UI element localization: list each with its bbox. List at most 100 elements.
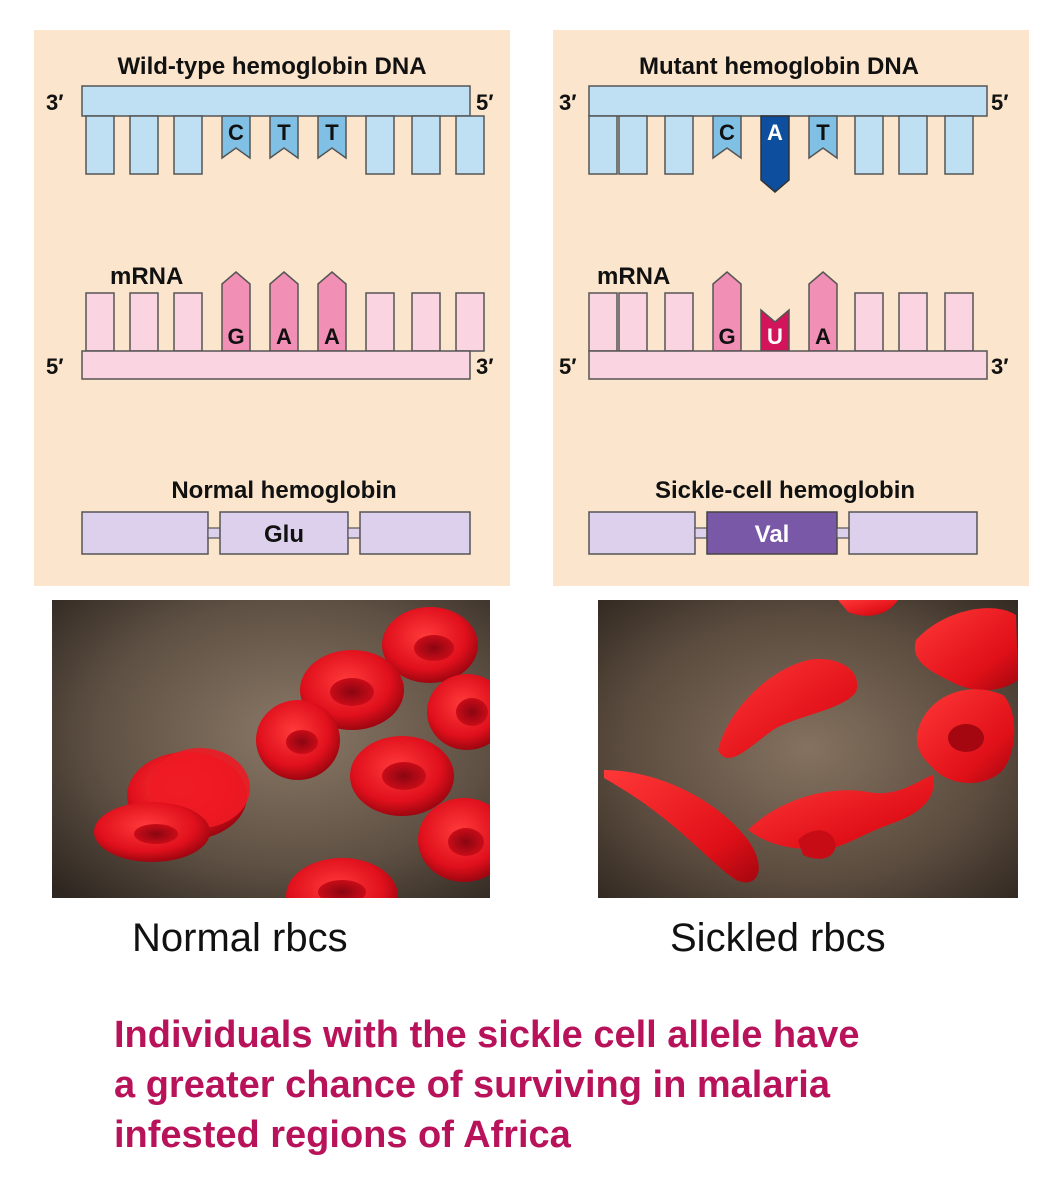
mutant-dna-nucleotides bbox=[588, 115, 974, 175]
mrna-base-letter: A bbox=[815, 324, 831, 349]
peptide-bond bbox=[694, 527, 708, 539]
wild-type-mrna-backbone bbox=[81, 350, 471, 380]
dna-base bbox=[712, 115, 742, 160]
wild-type-mrna-3prime: 3′ bbox=[476, 354, 494, 379]
dna-base-letter: T bbox=[325, 120, 339, 145]
wild-type-dna-5prime: 5′ bbox=[476, 90, 494, 115]
mutant-mrna-backbone bbox=[588, 350, 988, 380]
dna-base-letter: T bbox=[816, 120, 830, 145]
mrna-mutant-base-letter: U bbox=[767, 324, 783, 349]
nucleotide bbox=[618, 292, 648, 352]
dna-base bbox=[221, 115, 251, 160]
dna-base-letter: C bbox=[228, 120, 244, 145]
glu-block bbox=[219, 511, 349, 555]
sickled-rbcs-caption: Sickled rbcs bbox=[670, 916, 886, 960]
wild-type-panel: Wild-type hemoglobin DNA 3′ 5′ C T T mRN… bbox=[34, 30, 510, 586]
sickled-rbc bbox=[838, 600, 898, 616]
nucleotide bbox=[898, 292, 928, 352]
amino-acid-block bbox=[359, 511, 471, 555]
sickled-rbc bbox=[748, 775, 934, 851]
nucleotide bbox=[173, 115, 203, 175]
mutant-dna-5prime: 5′ bbox=[991, 90, 1009, 115]
normal-rbcs-caption: Normal rbcs bbox=[132, 916, 348, 960]
dna-base bbox=[808, 115, 838, 160]
mutant-panel: Mutant hemoglobin DNA 3′ 5′ C A T mRNA G… bbox=[553, 30, 1029, 586]
sickled-rbc bbox=[604, 770, 759, 883]
dna-base bbox=[317, 115, 347, 160]
nucleotide bbox=[173, 292, 203, 352]
nucleotide bbox=[618, 115, 648, 175]
normal-rbcs-photo bbox=[52, 600, 490, 898]
nucleotide bbox=[411, 292, 441, 352]
glu-label: Glu bbox=[264, 521, 304, 548]
sickled-rbcs-photo bbox=[598, 600, 1018, 898]
mutant-mrna-label: mRNA bbox=[597, 263, 670, 290]
dna-base-letter: T bbox=[277, 120, 291, 145]
normal-hemoglobin-chain: Glu bbox=[81, 511, 471, 555]
sickle-cell-hemoglobin-chain: Val bbox=[588, 511, 978, 555]
nucleotide bbox=[944, 115, 974, 175]
wild-type-dna-nucleotides bbox=[85, 115, 485, 175]
wild-type-dna-backbone bbox=[81, 85, 471, 117]
wild-type-dna-title: Wild-type hemoglobin DNA bbox=[117, 53, 426, 80]
wild-type-mrna-5prime: 5′ bbox=[46, 354, 64, 379]
nucleotide bbox=[455, 292, 485, 352]
nucleotide bbox=[129, 292, 159, 352]
normal-rbcs-image bbox=[52, 600, 490, 898]
sickle-cell-hemoglobin-title: Sickle-cell hemoglobin bbox=[655, 477, 915, 504]
wild-type-diagram: Wild-type hemoglobin DNA 3′ 5′ C T T mRN… bbox=[46, 53, 494, 555]
mrna-base-letter: G bbox=[718, 324, 735, 349]
mutant-mrna-3prime: 3′ bbox=[991, 354, 1009, 379]
nucleotide bbox=[854, 292, 884, 352]
mutant-dna-title: Mutant hemoglobin DNA bbox=[639, 53, 919, 80]
mutant-diagram: Mutant hemoglobin DNA 3′ 5′ C A T mRNA G… bbox=[559, 53, 1009, 555]
nucleotide bbox=[85, 115, 115, 175]
note-line: infested regions of Africa bbox=[114, 1114, 571, 1156]
nucleotide bbox=[455, 115, 485, 175]
val-label: Val bbox=[755, 521, 790, 548]
nucleotide bbox=[411, 115, 441, 175]
nucleotide bbox=[129, 115, 159, 175]
dna-base bbox=[269, 115, 299, 160]
nucleotide bbox=[854, 115, 884, 175]
nucleotide bbox=[365, 115, 395, 175]
malaria-note: Individuals with the sickle cell allele … bbox=[114, 1010, 1044, 1160]
mutant-dna-bases: C A T bbox=[712, 115, 838, 193]
nucleotide bbox=[944, 292, 974, 352]
sickled-rbcs-image bbox=[598, 600, 1018, 898]
sickled-cell-cluster bbox=[604, 600, 1018, 883]
mrna-base-letter: A bbox=[324, 324, 340, 349]
dna-mutant-base bbox=[760, 115, 790, 193]
wild-type-mrna-bases: G A A bbox=[221, 271, 347, 352]
amino-acid-block bbox=[848, 511, 978, 555]
mrna-base-letter: G bbox=[227, 324, 244, 349]
nucleotide bbox=[588, 115, 618, 175]
mrna-base-letter: A bbox=[276, 324, 292, 349]
wild-type-dna-3prime: 3′ bbox=[46, 90, 64, 115]
note-line: a greater chance of surviving in malaria bbox=[114, 1064, 830, 1106]
val-block bbox=[706, 511, 838, 555]
dna-mutant-base-letter: A bbox=[767, 120, 783, 145]
mutant-dna-backbone bbox=[588, 85, 988, 117]
mutant-dna-3prime: 3′ bbox=[559, 90, 577, 115]
mutant-mrna-bases: G U A bbox=[712, 271, 838, 352]
nucleotide bbox=[898, 115, 928, 175]
rbc-cluster bbox=[94, 607, 490, 898]
nucleotide bbox=[85, 292, 115, 352]
peptide-bond bbox=[836, 527, 850, 539]
sickled-rbc bbox=[718, 659, 858, 758]
note-line: Individuals with the sickle cell allele … bbox=[114, 1014, 860, 1056]
nucleotide bbox=[664, 292, 694, 352]
amino-acid-block bbox=[588, 511, 696, 555]
amino-acid-block bbox=[81, 511, 209, 555]
nucleotide bbox=[365, 292, 395, 352]
wild-type-dna-bases: C T T bbox=[221, 115, 347, 160]
peptide-bond bbox=[207, 527, 221, 539]
peptide-bond bbox=[347, 527, 361, 539]
normal-hemoglobin-title: Normal hemoglobin bbox=[171, 477, 396, 504]
wild-type-mrna-label: mRNA bbox=[110, 263, 183, 290]
mutant-mrna-5prime: 5′ bbox=[559, 354, 577, 379]
rbc bbox=[286, 858, 398, 898]
nucleotide bbox=[664, 115, 694, 175]
nucleotide bbox=[588, 292, 618, 352]
